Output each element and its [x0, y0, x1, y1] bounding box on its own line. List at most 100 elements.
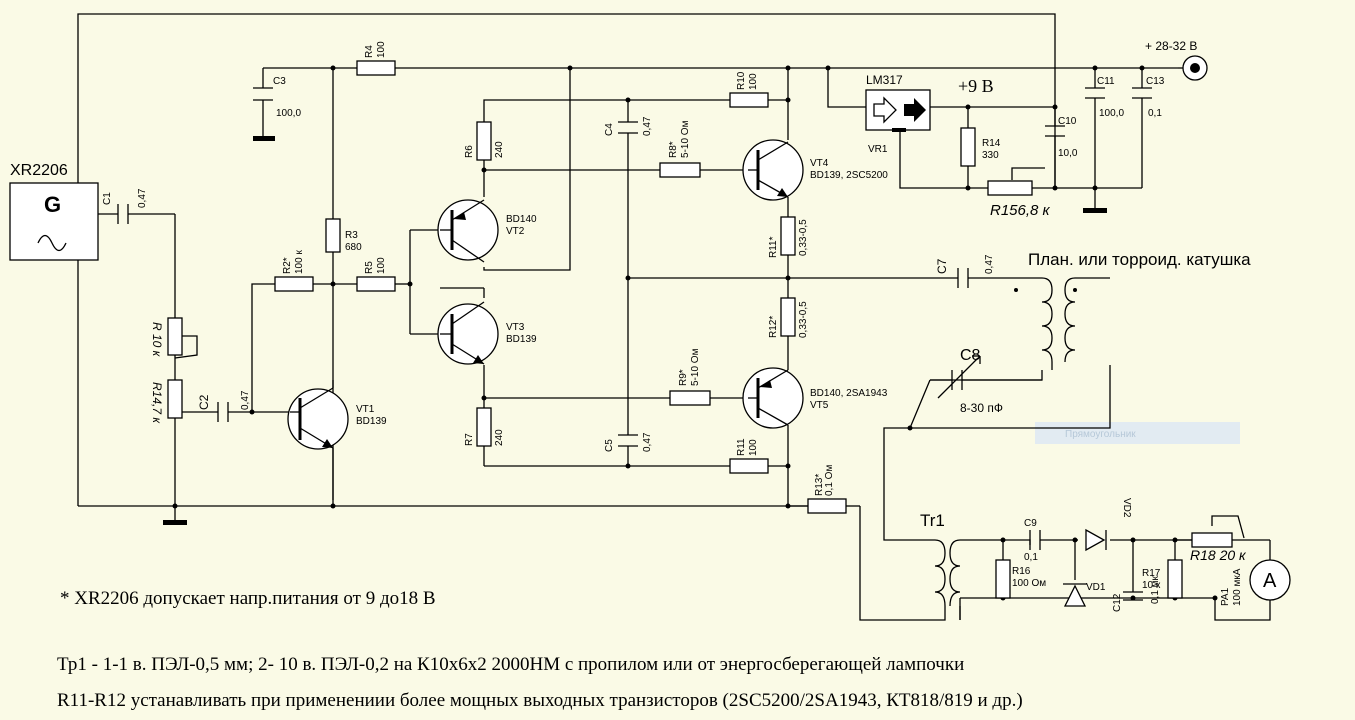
- r15-label: R156,8 к: [990, 202, 1051, 219]
- c4-value: 0,47: [642, 116, 653, 136]
- r17-label: R17: [1142, 568, 1161, 579]
- c7-label: C7: [935, 258, 949, 274]
- c5-value: 0,47: [642, 432, 653, 452]
- c1-label: C1: [102, 192, 113, 205]
- r5-value: 100: [376, 257, 387, 274]
- r9-value: 5-10 Ом: [690, 348, 701, 386]
- r14-label: R14: [982, 138, 1001, 149]
- r3-value: 680: [345, 242, 362, 253]
- c11-label: C11: [1097, 76, 1115, 87]
- note-xr2206: * XR2206 допускает напр.питания от 9 до1…: [60, 588, 436, 609]
- c9-label: C9: [1024, 518, 1037, 529]
- arrow-solid-icon: [904, 98, 926, 122]
- component-labels: C1 0,47 C2 0,47 C3 100,0 C4 0,47 C5 0,47…: [102, 39, 1251, 612]
- r7-label: R7: [464, 433, 475, 446]
- c10-value: 10,0: [1058, 148, 1078, 159]
- vd1-label: VD1: [1086, 582, 1106, 593]
- c8-variable-arrow: [937, 357, 979, 399]
- r14a-label: R14,7 к: [150, 382, 164, 424]
- r16-value: 100 Ом: [1012, 578, 1046, 589]
- vt1-value: BD139: [356, 416, 387, 427]
- vt1-label: VT1: [356, 404, 375, 415]
- coil-inductor: [1014, 277, 1077, 370]
- r11s-label: R11*: [768, 236, 779, 258]
- resistors: [167, 60, 1245, 599]
- r11s-value: 0,33-0,5: [798, 219, 809, 256]
- c2-label: C2: [197, 394, 211, 410]
- pa1-value: 100 мкА: [1232, 568, 1243, 606]
- vt5-transistor: [742, 367, 804, 429]
- r16-label: R16: [1012, 566, 1031, 577]
- r14-value: 330: [982, 150, 999, 161]
- capacitors: [117, 87, 1152, 601]
- generator-symbol: G: [44, 192, 61, 217]
- vd2-diode: [1085, 528, 1106, 552]
- r9-label: R9*: [678, 369, 689, 386]
- r10-value: 100: [748, 73, 759, 90]
- diodes: [1063, 528, 1107, 607]
- r2-value: 100 к: [294, 250, 305, 274]
- notes: * XR2206 допускает напр.питания от 9 до1…: [57, 588, 1023, 711]
- lm317-label: LM317: [866, 73, 903, 87]
- c9-value: 0,1: [1024, 552, 1038, 563]
- r17-value: 10 к: [1142, 580, 1161, 591]
- c3-value: 100,0: [276, 108, 301, 119]
- r8-value: 5-10 Ом: [680, 120, 691, 158]
- vd1-diode: [1063, 584, 1087, 607]
- r6-value: 240: [494, 141, 505, 158]
- vt2-value: BD140: [506, 214, 537, 225]
- supply-label: + 28-32 В: [1145, 39, 1197, 53]
- ground-symbols: [163, 100, 1107, 525]
- lm317-regulator: [865, 89, 931, 142]
- arrow-outline-icon: [873, 96, 897, 124]
- c3-label: C3: [273, 76, 286, 87]
- r11-value: 100: [748, 439, 759, 456]
- c5-label: C5: [604, 439, 615, 452]
- meter-symbol: A: [1263, 570, 1277, 592]
- note-tr1: Тр1 - 1-1 в. ПЭЛ-0,5 мм; 2- 10 в. ПЭЛ-0,…: [57, 654, 964, 675]
- vt3-value: BD139: [506, 334, 537, 345]
- r13-value: 0,1 Ом: [824, 465, 835, 496]
- c13-label: C13: [1146, 76, 1165, 87]
- r13-label: R13*: [814, 474, 825, 496]
- ground-icon: [1083, 208, 1107, 213]
- vr1-label: VR1: [868, 144, 888, 155]
- vt5-label: VT5: [810, 400, 829, 411]
- r2-label: R2*: [282, 257, 293, 274]
- ground-icon: [253, 136, 275, 141]
- r5-label: R5: [364, 261, 375, 274]
- sine-wave-icon: [37, 234, 67, 252]
- vt4-transistor: [742, 139, 804, 201]
- tr1-label: Tr1: [920, 511, 945, 530]
- c8-label: C8: [960, 347, 981, 364]
- c8-value: 8-30 пФ: [960, 401, 1003, 415]
- vt4-label: VT4: [810, 158, 829, 169]
- r10-label: R10: [736, 71, 747, 90]
- r11-label: R11: [736, 438, 747, 456]
- nine-volt-label: +9 В: [958, 76, 994, 96]
- r7-value: 240: [494, 429, 505, 446]
- vd2-label: VD2: [1121, 498, 1132, 518]
- tr1-transformer: [934, 539, 961, 621]
- note-r11-r12: R11-R12 устанавливать при применениии бо…: [57, 690, 1023, 711]
- r12s-value: 0,33-0,5: [798, 301, 809, 338]
- r8-label: R8*: [668, 141, 679, 158]
- c11-value: 100,0: [1099, 108, 1124, 119]
- vt3-label: VT3: [506, 322, 525, 333]
- r18-label: R18 20 к: [1190, 547, 1247, 563]
- vt5-value: BD140, 2SA1943: [810, 388, 888, 399]
- pa1-label: PA1: [1220, 587, 1231, 606]
- wires: [77, 13, 1271, 621]
- ground-icon: [163, 520, 187, 525]
- ghost-label: Прямоугольник: [1065, 429, 1136, 440]
- coil-label: План. или торроид. катушка: [1028, 250, 1251, 269]
- c12-label: C12: [1112, 593, 1123, 612]
- c2-value: 0,47: [240, 390, 251, 410]
- vt3-transistor: [437, 301, 499, 365]
- junctions: [172, 65, 1218, 601]
- vt1-transistor: [287, 380, 349, 460]
- c13-value: 0,1: [1148, 108, 1162, 119]
- xr2206-generator: XR2206 G: [9, 162, 99, 261]
- c4-label: C4: [604, 123, 615, 136]
